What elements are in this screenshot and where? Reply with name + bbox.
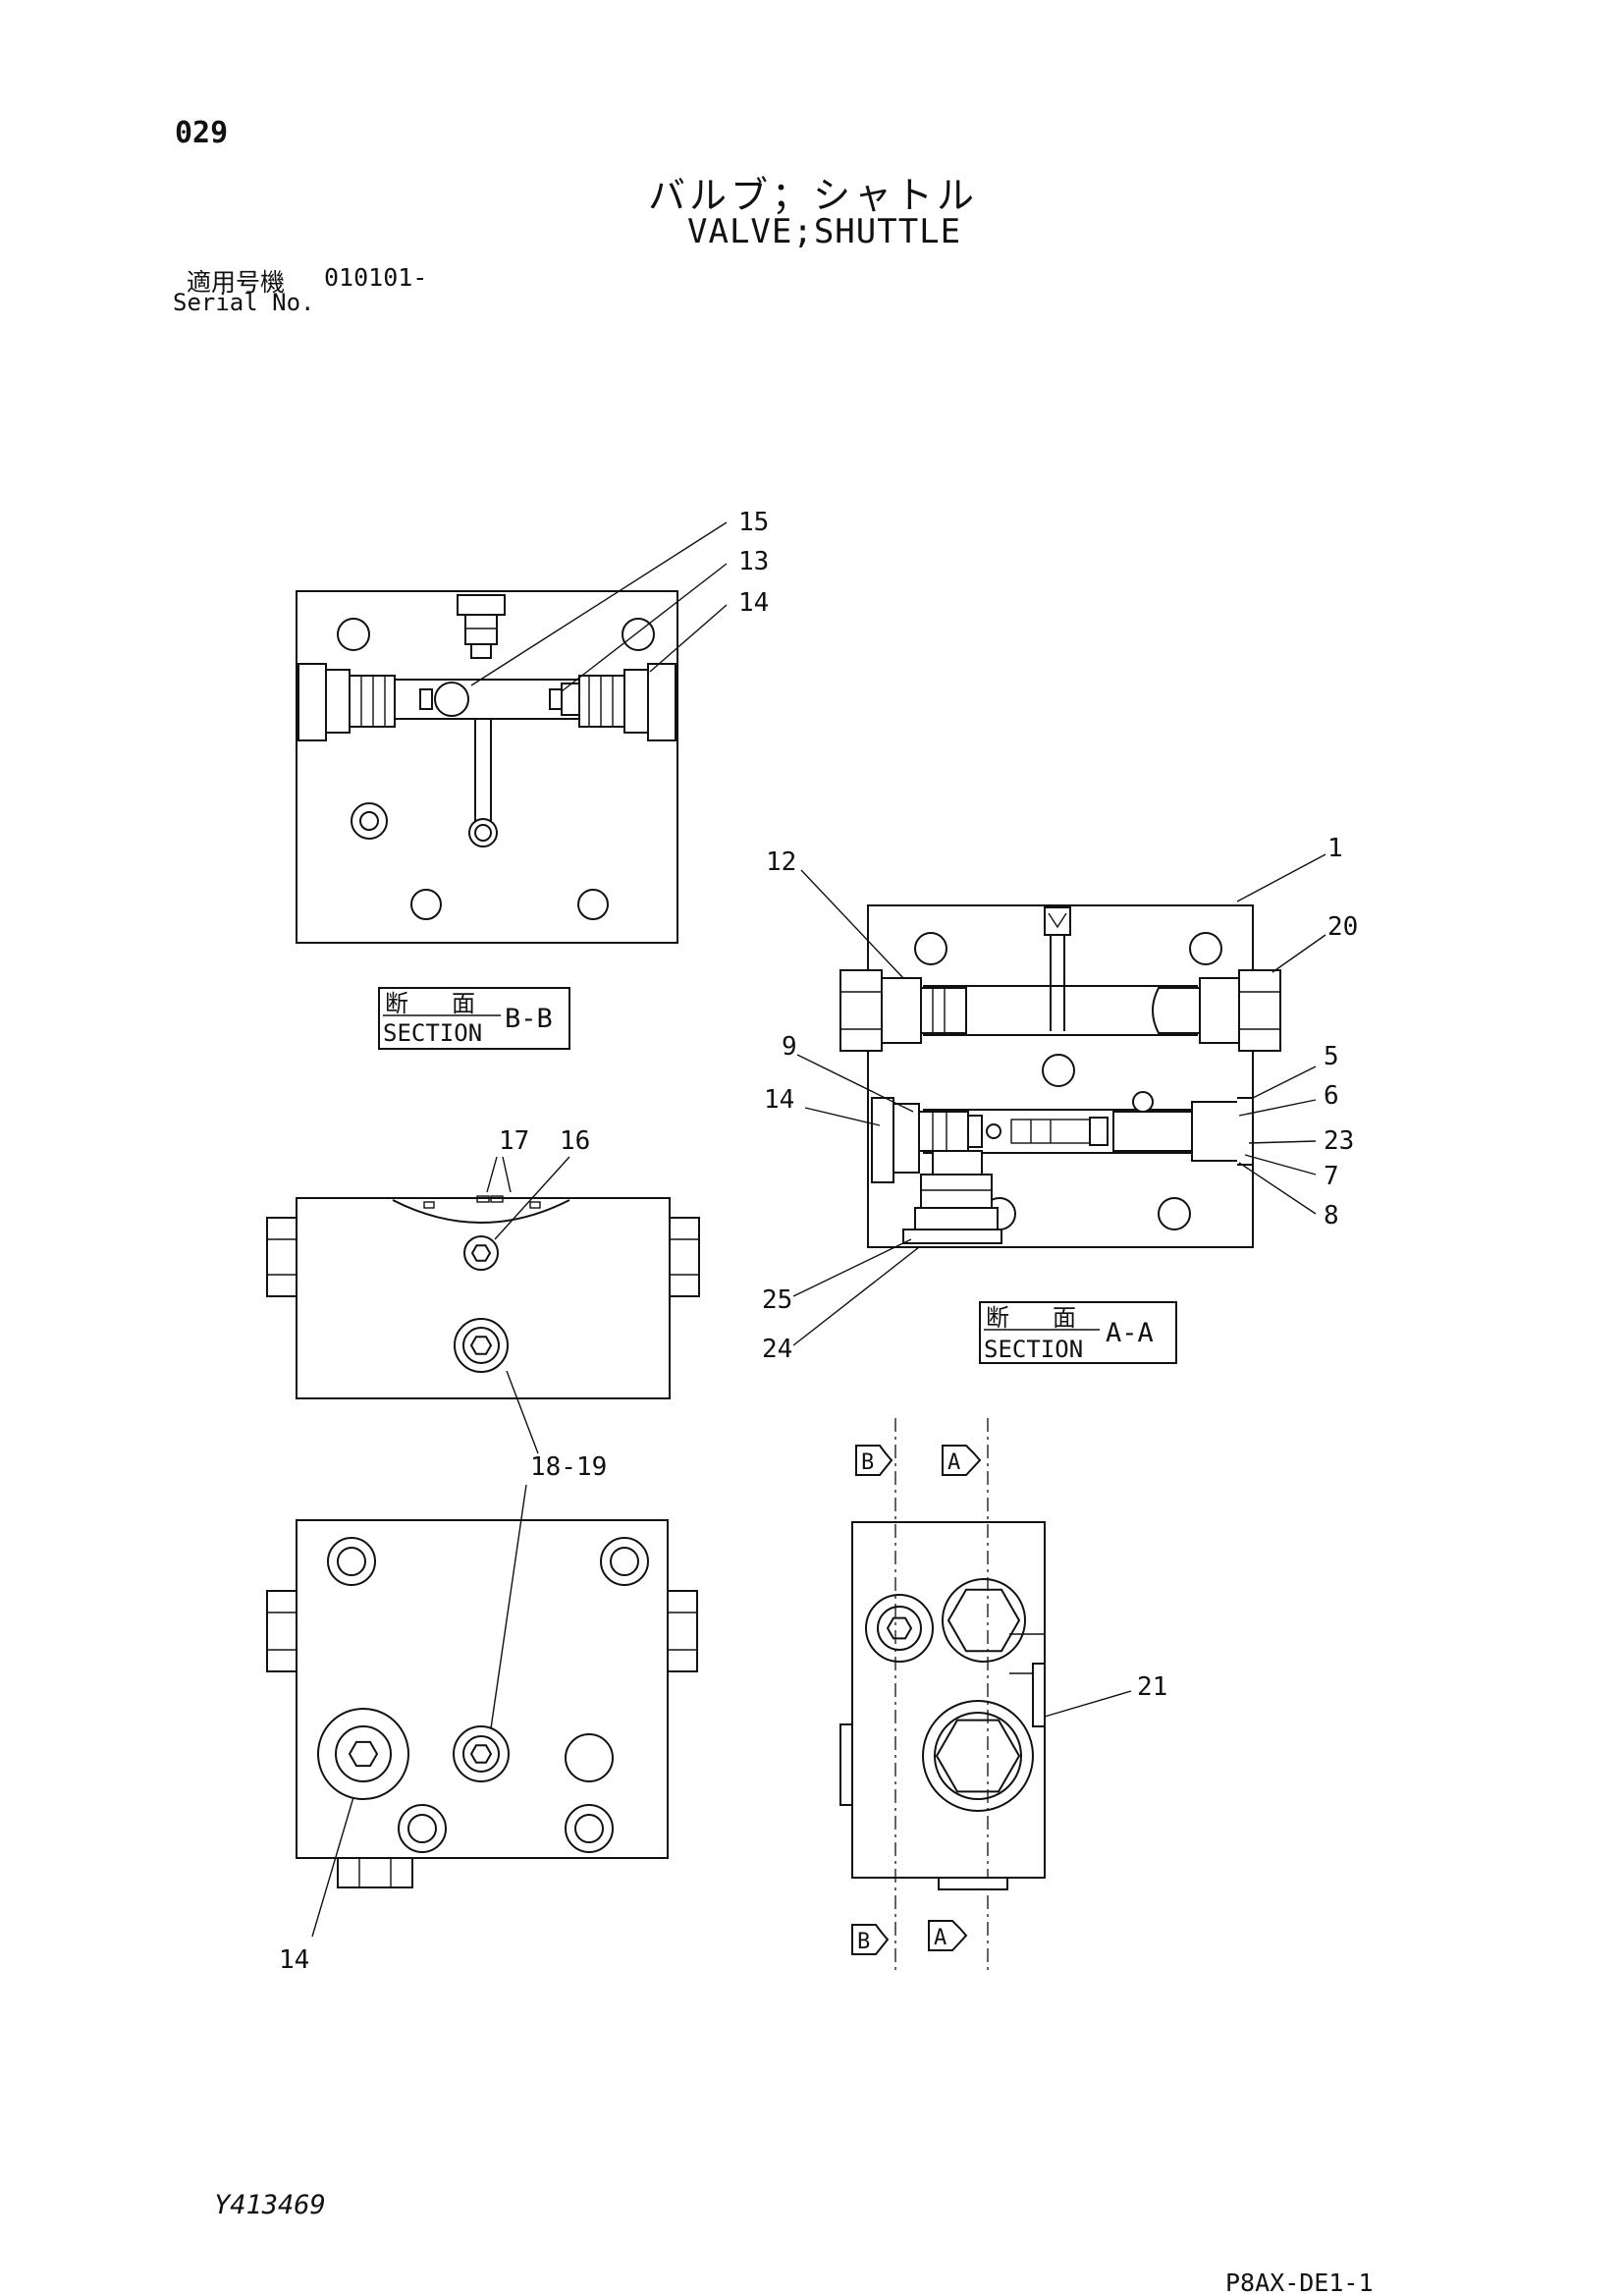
view-mark-b-top: B [861,1450,874,1475]
callout-8: 8 [1324,1201,1339,1230]
callout-15: 15 [738,508,769,537]
callout-14-bottom: 14 [279,1945,309,1975]
section-aa-jp-1: 断 [986,1304,1009,1332]
page-number: 029 [175,116,229,150]
callout-6: 6 [1324,1081,1339,1111]
callout-1: 1 [1327,834,1343,863]
sheet-code: P8AX-DE1-1 [1225,2269,1374,2296]
callout-24: 24 [762,1335,792,1364]
callout-5: 5 [1324,1042,1339,1071]
view-mark-b-bottom: B [857,1930,870,1954]
section-bb-jp-2: 面 [452,990,475,1017]
section-bb-jp-1: 断 [385,990,408,1017]
section-aa-view: 1 20 12 9 14 5 6 23 7 8 25 24 断 面 SECTIO… [762,834,1358,1364]
callout-21: 21 [1137,1672,1167,1702]
view-mark-a-top: A [947,1450,960,1475]
section-bb-mark: B-B [505,1004,553,1034]
side-view: 21 B A B A [839,1418,1167,1974]
callout-12: 12 [766,847,796,877]
callout-16: 16 [560,1126,590,1156]
title-english: VALVE;SHUTTLE [687,212,962,251]
callout-14-aa: 14 [764,1085,794,1115]
serial-label-english: Serial No. [173,289,315,316]
callout-20: 20 [1327,912,1358,942]
callout-18-19: 18-19 [530,1452,607,1482]
section-aa-mark: A-A [1106,1318,1154,1348]
drawing-number: Y413469 [214,2190,326,2220]
serial-label-japanese: 適用号機 [187,268,286,297]
top-view: 17 16 18-19 [266,1126,700,1482]
section-aa-jp-2: 面 [1053,1304,1076,1332]
callout-13: 13 [738,547,769,576]
callout-9: 9 [782,1032,797,1062]
view-mark-a-bottom: A [934,1926,947,1950]
section-bb-view: 15 13 14 断 面 SECTION B-B [296,508,769,1050]
serial-number-value: 010101- [324,263,428,292]
section-bb-label: SECTION [383,1019,482,1047]
callout-7: 7 [1324,1162,1339,1191]
section-aa-label: SECTION [984,1336,1083,1363]
callout-23: 23 [1324,1126,1354,1156]
callout-14-bb: 14 [738,588,769,618]
callout-17: 17 [499,1126,529,1156]
callout-25: 25 [762,1285,792,1315]
front-view: 14 [266,1484,698,1975]
title-japanese: バルブ；シャトル [648,174,979,217]
